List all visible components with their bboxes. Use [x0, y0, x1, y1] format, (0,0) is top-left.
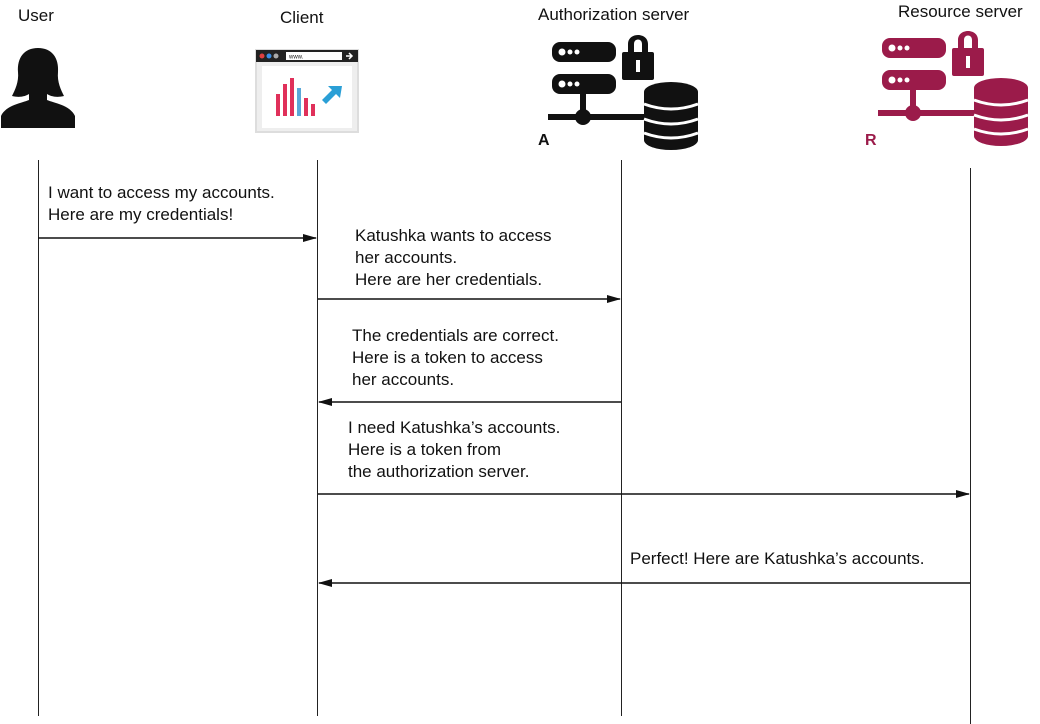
- resource-server-letter: R: [865, 132, 877, 149]
- locked-server-database-icon: [878, 31, 1029, 146]
- authorization-server-label: Authorization server: [538, 5, 690, 24]
- message-resource-to-client: Perfect! Here are Katushka’s accounts.: [630, 548, 925, 570]
- message-line: Here are her credentials.: [355, 270, 543, 289]
- message-line: her accounts.: [352, 370, 455, 389]
- authorization-server-letter: A: [538, 132, 550, 149]
- message-auth-to-client: The credentials are correct. Here is a t…: [352, 325, 559, 391]
- message-user-to-client: I want to access my accounts. Here are m…: [48, 182, 275, 226]
- message-line: Here is a token to access: [352, 348, 543, 367]
- locked-server-database-icon: [548, 35, 699, 150]
- message-line: I want to access my accounts.: [48, 183, 275, 202]
- message-line: Katushka wants to access: [355, 226, 552, 245]
- message-line: Here are my credentials!: [48, 205, 234, 224]
- message-line: her accounts.: [355, 248, 458, 267]
- message-line: I need Katushka’s accounts.: [348, 418, 561, 437]
- message-line: The credentials are correct.: [352, 326, 559, 345]
- browser-chart-icon: www.: [255, 49, 359, 133]
- message-line: Here is a token from: [348, 440, 502, 459]
- resource-server-label: Resource server: [898, 2, 1023, 21]
- user-label: User: [18, 6, 54, 25]
- message-client-to-resource: I need Katushka’s accounts. Here is a to…: [348, 417, 560, 483]
- authorization-server-lifeline: [621, 160, 623, 716]
- user-lifeline: [38, 160, 40, 716]
- message-client-to-auth: Katushka wants to access her accounts. H…: [355, 225, 552, 291]
- message-line: the authorization server.: [348, 462, 530, 481]
- client-lifeline: [317, 160, 319, 716]
- message-line: Perfect! Here are Katushka’s accounts.: [630, 549, 925, 568]
- client-label: Client: [280, 8, 324, 27]
- resource-server-lifeline: [970, 168, 972, 724]
- user-silhouette-icon: [1, 48, 75, 128]
- browser-url-text: www.: [288, 55, 304, 61]
